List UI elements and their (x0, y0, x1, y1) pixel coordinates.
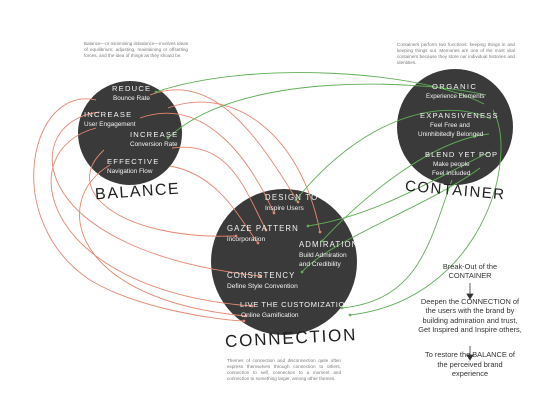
flow-step-2-line-4: Get Inspired and Inspire others, (418, 325, 522, 335)
green-connectors (154, 72, 502, 317)
balance-item-2-heading: INCREASE (84, 110, 132, 119)
container-item-3-heading: BLEND YET POP (425, 150, 498, 159)
container-items: ORGANIC Experience Elements EXPANSIVENES… (418, 82, 499, 177)
connection-item-2-heading: GAZE PATTERN (227, 224, 299, 233)
balance-items: REDUCE Bounce Rate INCREASE User Engagem… (84, 84, 178, 175)
balance-item-2-sub: User Engagement (84, 121, 136, 128)
flow-step-2-line-3: building admiration and trust, (422, 315, 518, 325)
balance-item-3-sub: Conversion Rate (130, 141, 178, 148)
red-connectors (33, 89, 322, 323)
connection-item-2-sub: incorporation (227, 236, 265, 243)
balance-description: Balance—or minimising imbalance—involves… (84, 41, 188, 58)
container-item-3-sub: Make people (433, 161, 470, 168)
container-item-2-heading: EXPANSIVENESS (420, 111, 499, 120)
flow-step-2-line-2: the users with the brand by (425, 306, 515, 316)
flow-step-1-line-2: CONTAINER (448, 271, 492, 281)
connection-item-1-heading: DESIGN TO (265, 193, 318, 202)
connection-description: Themes of connection and disconnection q… (227, 358, 341, 381)
container-item-2-sub: Feel Free and (430, 122, 470, 129)
container-item-3-sub2: Feel Included (432, 170, 471, 177)
flow-step-3-line-2: the perceived brand (437, 359, 503, 369)
connection-circle (211, 189, 357, 335)
connection-item-5-sub: Online Gamification (241, 312, 299, 319)
container-title: CONTAINER (404, 178, 506, 204)
container-item-2-sub2: Uninhibitedly Belonged (418, 131, 484, 138)
connection-item-3-sub: Build Admiration (299, 252, 347, 259)
balance-item-1-sub: Bounce Rate (113, 95, 150, 102)
flow-step-3-line-1: To restore the BALANCE of (425, 350, 515, 360)
flow-spacer-1 (400, 281, 540, 297)
connection-items: DESIGN TO Inspire Users GAZE PATTERN inc… (227, 193, 358, 319)
balance-title: BALANCE (95, 181, 181, 204)
balance-item-3-heading: INCREASE (130, 130, 178, 139)
balance-item-1-heading: REDUCE (112, 84, 151, 93)
connection-item-4-heading: CONSISTENCY (227, 271, 295, 280)
container-item-1-heading: ORGANIC (432, 82, 477, 91)
flow-spacer-2 (400, 334, 540, 350)
flow-step-3-line-3: experience (451, 369, 489, 379)
connection-item-4-sub: Define Style Convention (227, 283, 298, 290)
container-description: Containers perform two functions: keepin… (397, 42, 515, 65)
connection-item-5-heading: LIVE THE CUSTOMIZATION (240, 300, 351, 309)
connection-item-3-sub2: and Credibility (299, 261, 341, 268)
connection-title: CONNECTION (225, 325, 358, 351)
container-item-1-sub: Experience Elements (426, 93, 484, 100)
flow-step-2-line-1: Deepen the CONNECTION of (420, 296, 520, 306)
flow-summary: Break-Out of the CONTAINER Deepen the CO… (400, 262, 540, 379)
balance-item-4-heading: EFFECTIVE (107, 157, 160, 166)
connection-item-1-sub: Inspire Users (265, 205, 305, 212)
flow-step-1-line-1: Break-Out of the (442, 262, 498, 271)
balance-item-4-sub: Navigation Flow (107, 168, 153, 175)
connection-item-3-heading: ADMIRATION (299, 240, 358, 249)
balance-circle (78, 81, 182, 185)
flow-arrows (466, 283, 474, 361)
